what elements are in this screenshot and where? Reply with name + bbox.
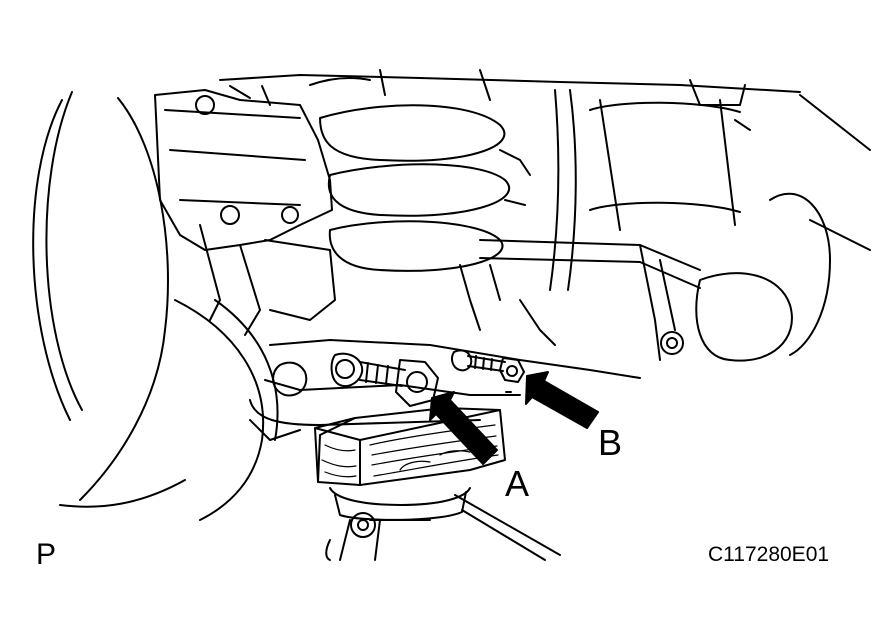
brake-caliper — [154, 85, 336, 336]
label-b: B — [598, 422, 623, 463]
figure-code: C117280E01 — [708, 543, 830, 566]
label-a: A — [505, 463, 530, 504]
wheel-tire — [32, 91, 279, 521]
arrow-b — [525, 371, 599, 429]
label-p: P — [36, 538, 57, 571]
coil-spring — [309, 69, 511, 272]
frame-lines — [219, 74, 801, 346]
bolt-a — [330, 352, 439, 407]
bolt-b — [451, 349, 525, 393]
arrow-a — [429, 391, 498, 465]
stabilizer-link — [479, 79, 871, 362]
floor-jack — [325, 487, 561, 561]
